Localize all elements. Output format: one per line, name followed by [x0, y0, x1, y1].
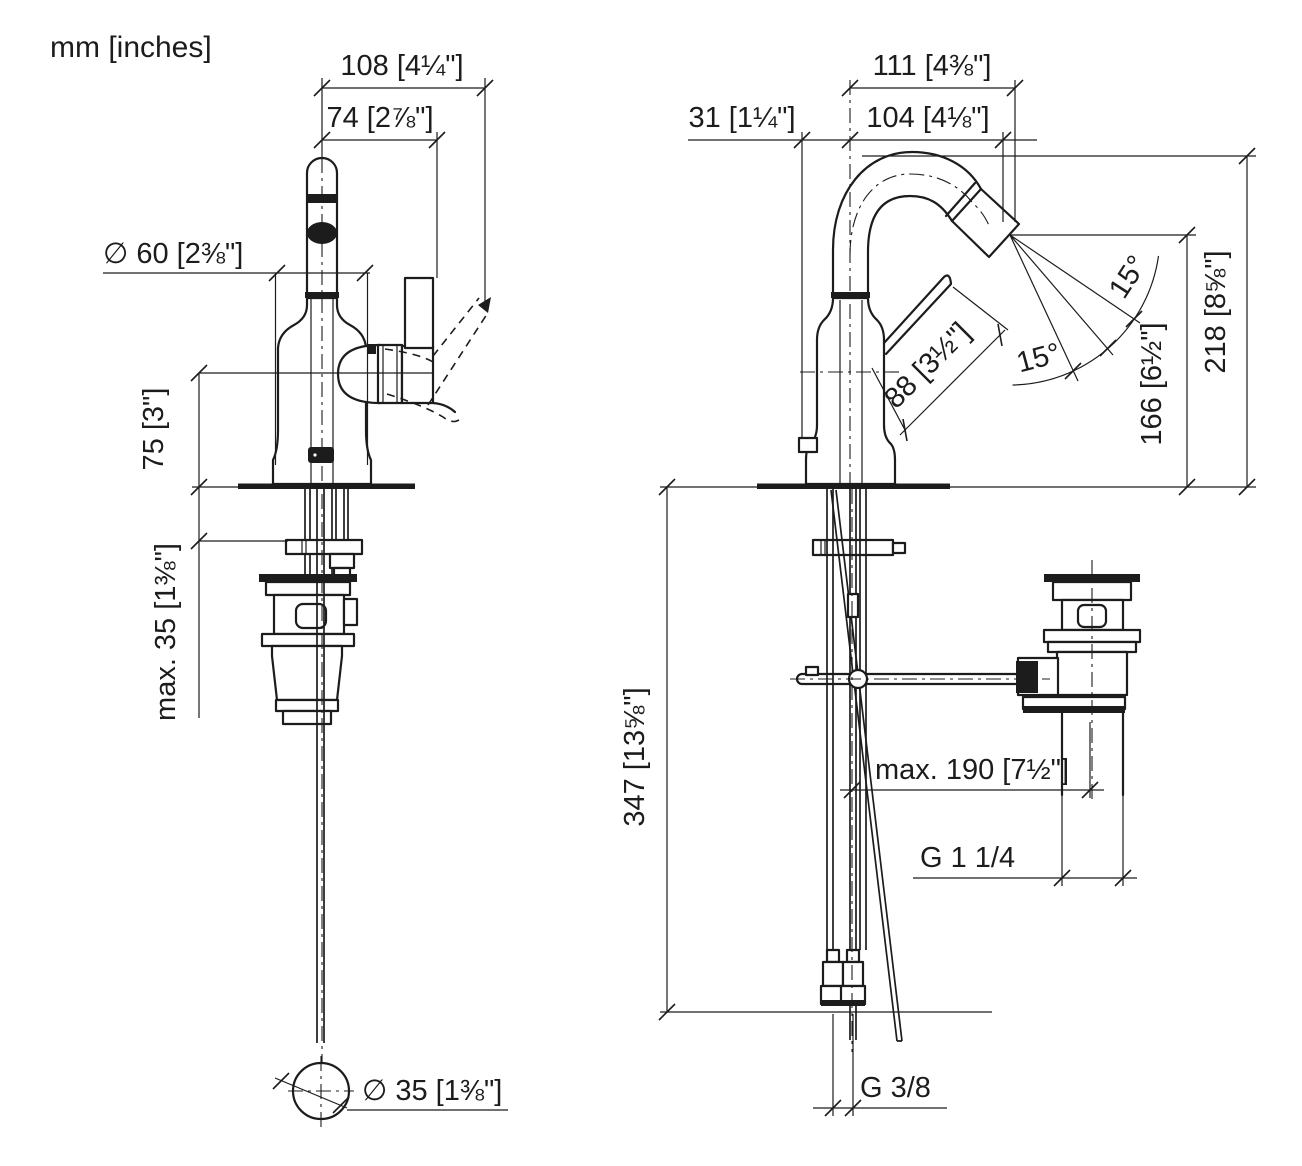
units-label: mm [inches]	[50, 31, 212, 64]
left-view-front-elevation	[103, 78, 508, 1128]
right-centerlines	[790, 80, 1093, 1052]
handle-post	[403, 276, 435, 350]
hose-fitting-left	[819, 948, 847, 1006]
arrow-tip	[478, 297, 491, 313]
dim-supply-thread: G 3/8	[860, 1072, 931, 1104]
dim-left-spout-axis-height: 75 [3"]	[138, 388, 170, 471]
right-view-side-elevation	[658, 79, 1256, 1117]
splayed-hose	[830, 489, 903, 1042]
rod-coupler	[846, 592, 860, 619]
dim-right-overall-height: 218 [8⅝"]	[1200, 250, 1232, 373]
labels: mm [inches] 108 [4¼"] 74 [2⅞"] ∅ 60 [2⅜"…	[50, 31, 1232, 1107]
dim-drain-thread: G 1 1/4	[920, 842, 1015, 874]
popup-actuating-rod	[795, 665, 1022, 690]
dim-spray-angle-1: 15°	[1013, 337, 1064, 379]
knurled-nut	[1016, 661, 1038, 693]
lift-rod-side	[849, 489, 857, 1040]
dim-left-overall-width: 108 [4¼"]	[340, 50, 463, 82]
dim-right-depth-below: 347 [13⅝"]	[619, 687, 651, 826]
hose-fitting-right	[839, 948, 867, 1006]
dim-left-max-counter: max. 35 [1⅜"]	[150, 543, 182, 721]
aerator-tip	[950, 187, 1021, 259]
dim-spray-angle-2: 15°	[1103, 250, 1154, 304]
handle-joint-bulge	[336, 343, 382, 405]
dim-right-overall-reach: 111 [4⅜"]	[873, 50, 992, 82]
popup-waste-front	[259, 574, 359, 726]
set-screw	[368, 344, 376, 354]
dim-right-max-drain-offset: max. 190 [7½"]	[875, 754, 1069, 786]
right-dimensions	[658, 79, 1256, 1117]
lift-rod-front	[316, 489, 325, 1043]
drain-tailpipe	[1060, 711, 1125, 797]
spout-side	[831, 150, 1021, 294]
handle-alt-position-dashed	[384, 297, 491, 423]
dim-right-outlet-reach: 104 [4⅛"]	[866, 102, 989, 134]
left-undercounter	[259, 489, 364, 1128]
dim-left-handle-width: 74 [2⅞"]	[326, 102, 433, 134]
left-dimensions	[103, 78, 508, 1114]
dim-right-back-offset: 31 [1¼"]	[688, 102, 795, 134]
dim-right-outlet-height: 166 [6½"]	[1136, 322, 1168, 445]
supply-hoses	[826, 489, 867, 950]
counter-surface	[238, 483, 415, 489]
fixing-stud	[797, 436, 819, 454]
spray-angle-fan	[1009, 234, 1160, 386]
handle-side	[882, 274, 953, 356]
body-label-front	[308, 447, 334, 463]
handle-front	[336, 276, 491, 423]
dim-left-base-diameter: ∅ 60 [2⅜"]	[103, 238, 243, 270]
counter-surface-side	[757, 483, 950, 489]
faucet-body-side	[797, 292, 897, 486]
dim-left-hole-diameter: ∅ 35 [1⅜"]	[362, 1075, 502, 1107]
